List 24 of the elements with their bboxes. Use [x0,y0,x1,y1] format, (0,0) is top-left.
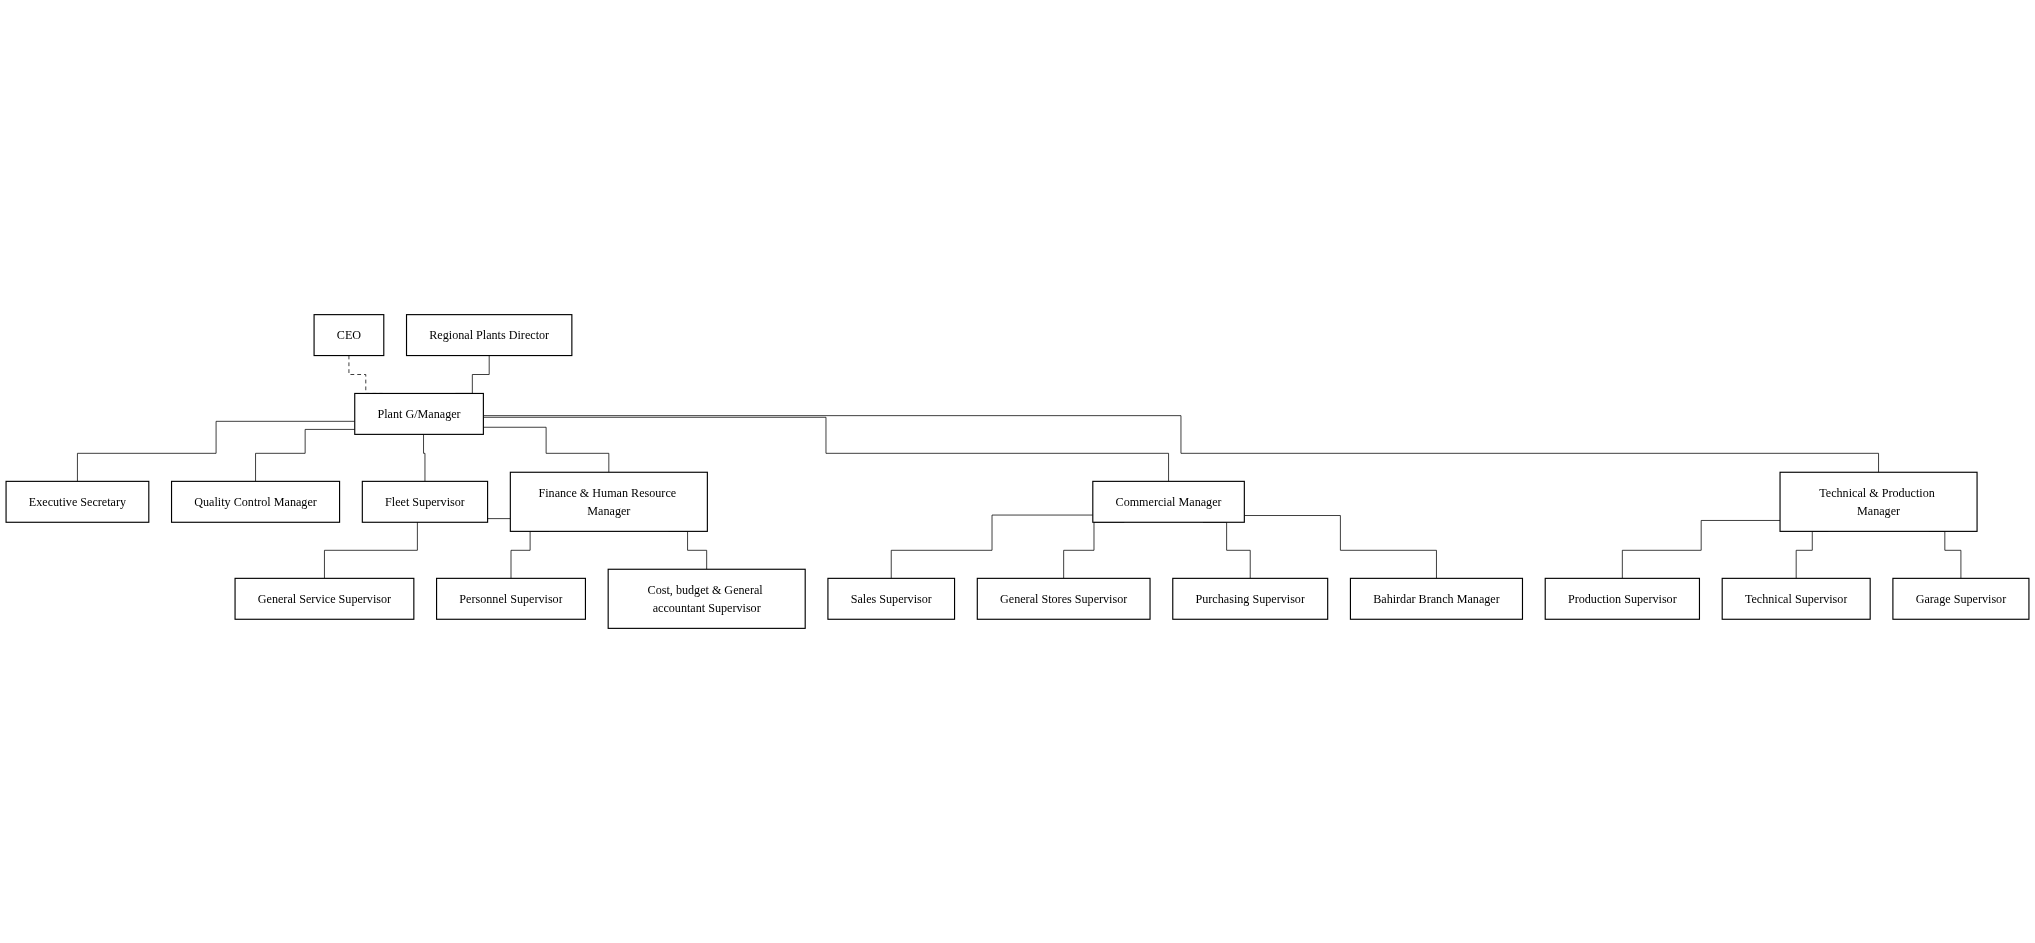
node-box: Quality Control Manager [170,480,341,523]
node-box: Cost, budget & General accountant Supervisor [607,568,806,629]
node-box: Bahirdar Branch Manager [1349,577,1524,620]
node-box: Purchasing Supervisor [1172,577,1329,620]
node-box: General Stores Supervisor [976,577,1151,620]
connector [483,415,1879,473]
node-box: Production Supervisor [1544,577,1701,620]
node-box: Garage Supervisor [1892,577,2030,620]
node-box: General Service Supervisor [234,577,415,620]
connector [421,434,426,482]
node-box: Technical Supervisor [1721,577,1871,620]
node-box: CEO [313,314,385,357]
node-box: Executive Secretary [5,480,150,523]
connector [1621,520,1781,579]
node-box: Sales Supervisor [827,577,956,620]
connector [483,426,610,473]
node-box: Fleet Supervisor [361,480,489,523]
node-box: Regional Plants Director [405,314,573,357]
node-box: Technical & Production Manager [1779,471,1978,532]
node-box: Commercial Manager [1092,480,1245,523]
node-box: Plant G/Manager [354,392,484,435]
node-box: Finance & Human Resource Manager [509,471,708,532]
node-box: Personnel Supervisor [436,577,586,620]
connector [483,416,1169,482]
